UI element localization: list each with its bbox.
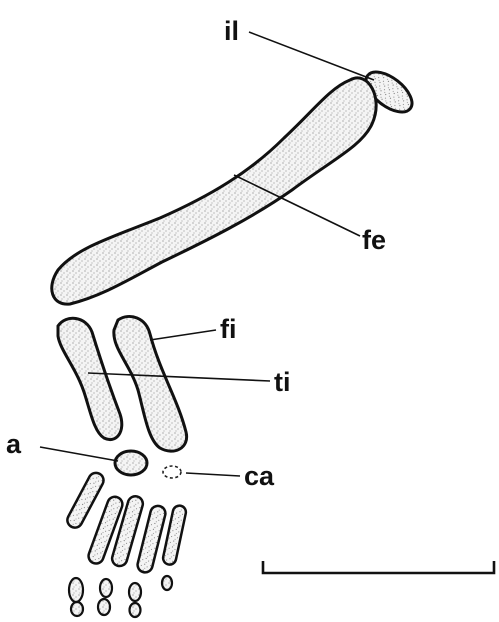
ilium-label: il [224, 16, 239, 46]
fibula-label: fi [220, 314, 237, 344]
phalanx-bone [71, 602, 83, 616]
phalanx-bone [129, 583, 141, 601]
femur-label: fe [362, 225, 386, 255]
tibia-label: ti [274, 367, 291, 397]
calcaneum-label: ca [244, 461, 275, 491]
tibia-bone [58, 318, 122, 439]
calcaneum-bone [163, 466, 181, 478]
femur-bone [52, 78, 376, 304]
metatarsal-group [65, 470, 187, 574]
astragalus-label: a [6, 429, 22, 459]
phalanx-bone [130, 603, 141, 617]
phalanx-group [69, 576, 172, 617]
phalanx-bone [98, 599, 110, 615]
phalanx-bone [69, 578, 83, 602]
phalanx-bone [100, 579, 112, 597]
astragalus-leader-line [40, 447, 118, 461]
astragalus-bone [115, 451, 147, 475]
fibula-leader-line [150, 330, 216, 340]
tibia-leader-line [88, 373, 270, 381]
calcaneum-leader-line [186, 473, 240, 476]
ilium-leader-line [249, 32, 374, 80]
phalanx-bone [162, 576, 172, 590]
scale-bar [263, 561, 494, 573]
